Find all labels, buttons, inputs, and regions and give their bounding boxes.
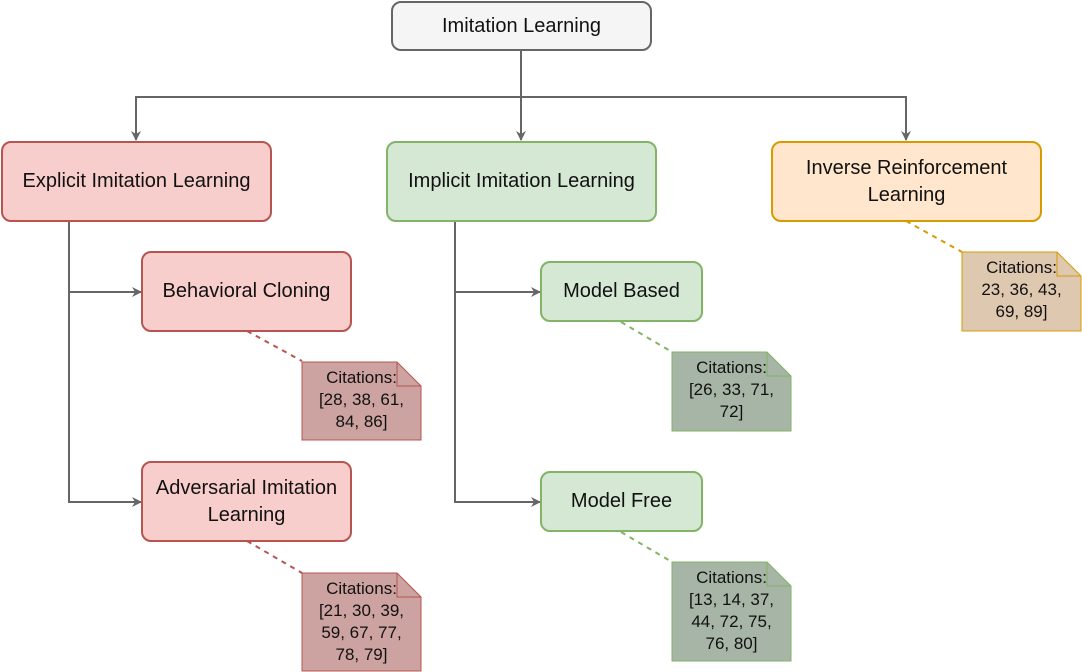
edge-root-explicit bbox=[131, 51, 522, 141]
behavioral-cloning-node: Behavioral Cloning bbox=[141, 251, 352, 332]
inverse-reinforcement-learning-node: Inverse Reinforcement Learning bbox=[771, 141, 1042, 222]
citations-text: Citations: [13, 14, 37, 44, 72, 75, 76, … bbox=[671, 567, 792, 655]
note-shape bbox=[961, 251, 1082, 332]
citations-text: Citations: [28, 38, 61, 84, 86] bbox=[301, 367, 422, 433]
bc-label: Behavioral Cloning bbox=[162, 280, 331, 302]
note-shape bbox=[671, 561, 792, 662]
explicit-label: Explicit Imitation Learning bbox=[22, 170, 251, 192]
edge-implicit-mb bbox=[454, 222, 541, 297]
note-link-bc bbox=[246, 330, 303, 362]
explicit-imitation-learning-node: Explicit Imitation Learning bbox=[1, 141, 272, 222]
citations-ail: Citations: [21, 30, 39, 59, 67, 77, 78, … bbox=[318, 579, 405, 664]
edge-implicit-mf bbox=[454, 292, 541, 507]
root-label: Imitation Learning bbox=[442, 14, 601, 37]
note-link-irl bbox=[905, 220, 963, 253]
implicit-imitation-learning-node: Implicit Imitation Learning bbox=[386, 141, 657, 222]
citations-text: Citations: 23, 36, 43, 69, 89] bbox=[961, 257, 1082, 323]
citations-note-model-free: Citations: [13, 14, 37, 44, 72, 75, 76, … bbox=[671, 561, 792, 662]
citations-bc: Citations: [28, 38, 61, 84, 86] bbox=[318, 368, 405, 431]
ail-label: Adversarial Imitation Learning bbox=[155, 476, 338, 526]
citations-note-inverse-reinforcement-learning: Citations: 23, 36, 43, 69, 89] bbox=[961, 251, 1082, 332]
citations-text: Citations: [21, 30, 39, 59, 67, 77, 78, … bbox=[301, 578, 422, 666]
irl-label: Inverse Reinforcement Learning bbox=[805, 156, 1008, 206]
model-based-node: Model Based bbox=[540, 261, 703, 322]
edge-root-irl bbox=[521, 96, 911, 141]
adversarial-imitation-learning-node: Adversarial Imitation Learning bbox=[141, 461, 352, 542]
mf-label: Model Free bbox=[570, 490, 673, 512]
citations-note-behavioral-cloning: Citations: [28, 38, 61, 84, 86] bbox=[301, 361, 422, 441]
root-node: Imitation Learning bbox=[391, 1, 652, 51]
model-free-node: Model Free bbox=[540, 471, 703, 532]
citations-note-model-based: Citations: [26, 33, 71, 72] bbox=[671, 351, 792, 432]
note-shape bbox=[301, 361, 422, 441]
citations-irl: Citations: 23, 36, 43, 69, 89] bbox=[981, 258, 1062, 321]
citations-note-adversarial-imitation-learning: Citations: [21, 30, 39, 59, 67, 77, 78, … bbox=[301, 572, 422, 672]
citations-mb: Citations: [26, 33, 71, 72] bbox=[688, 358, 775, 421]
edge-explicit-bc bbox=[68, 222, 142, 297]
citations-mf: Citations: [13, 14, 37, 44, 72, 75, 76, … bbox=[688, 568, 775, 653]
edge-explicit-ail bbox=[68, 292, 142, 507]
citations-text: Citations: [26, 33, 71, 72] bbox=[671, 357, 792, 423]
note-shape bbox=[671, 351, 792, 432]
note-shape bbox=[301, 572, 422, 672]
mb-label: Model Based bbox=[563, 280, 680, 302]
note-link-mb bbox=[620, 321, 673, 353]
implicit-label: Implicit Imitation Learning bbox=[408, 170, 635, 192]
note-link-mf bbox=[620, 531, 673, 563]
note-link-ail bbox=[246, 540, 303, 574]
